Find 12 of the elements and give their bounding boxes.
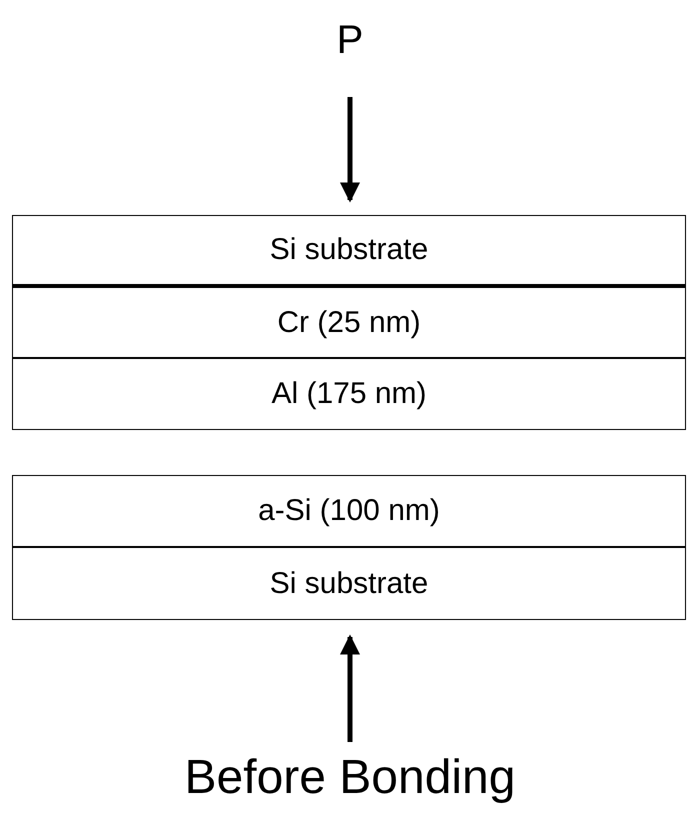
layer-label: Al (175 nm) (271, 377, 427, 411)
layer-box (12, 215, 686, 287)
layer-box (12, 475, 686, 547)
layer-label: Si substrate (270, 566, 428, 600)
layer-box (12, 358, 686, 430)
layer-box (12, 287, 686, 358)
force-label: P (336, 18, 364, 63)
layer-label: a-Si (100 nm) (258, 494, 440, 528)
caption: Before Bonding (184, 750, 516, 805)
layer-box (12, 547, 686, 620)
layer-label: Cr (25 nm) (277, 306, 421, 340)
layer-label: Si substrate (270, 233, 428, 267)
